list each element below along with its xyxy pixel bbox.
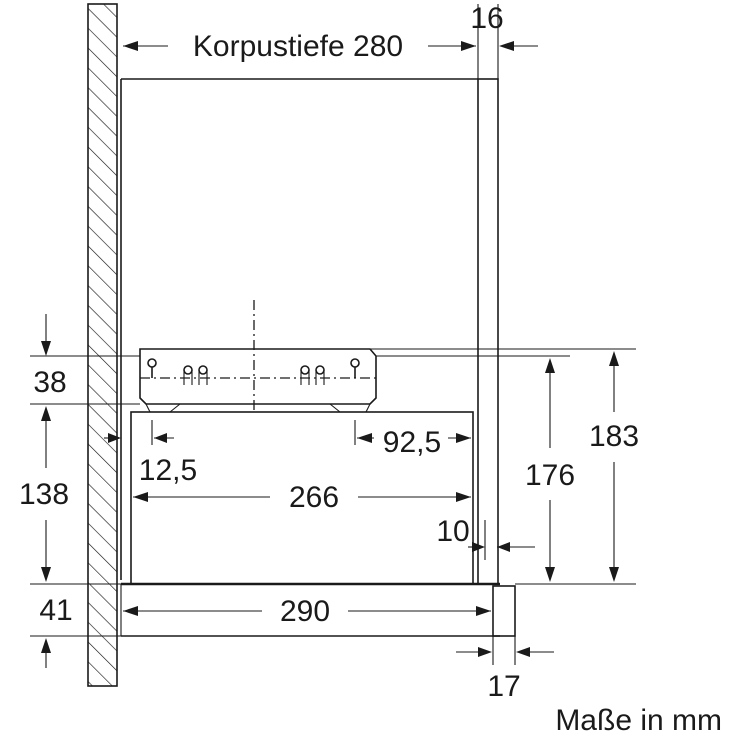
hood-height-label: 138	[19, 478, 69, 511]
gap-label: 10	[436, 515, 469, 548]
keyhole-icon	[147, 358, 360, 385]
dimension-overall-height: 183	[589, 351, 639, 582]
mounting-bracket	[139, 300, 377, 413]
dimension-hood-depth: 266	[133, 481, 471, 514]
front-panel-label: 16	[470, 2, 503, 35]
hood-depth-label: 266	[289, 481, 339, 514]
dimension-right-offset: 92,5	[357, 426, 471, 459]
cabinet-body	[120, 78, 499, 585]
units-note: Maße in mm	[555, 704, 722, 736]
hood-housing	[120, 411, 516, 637]
right-offset-label: 92,5	[383, 426, 441, 459]
dimension-handle-depth: 17	[456, 647, 554, 703]
wall	[87, 3, 118, 687]
dimension-rail-height: 41	[39, 594, 73, 668]
extension-lines	[30, 4, 636, 665]
dimension-hood-height: 138	[19, 406, 69, 582]
left-offset-label: 12,5	[139, 454, 197, 487]
frame-height-label: 176	[525, 459, 575, 492]
overall-height-label: 183	[589, 420, 639, 453]
dimension-total-depth: 290	[123, 595, 491, 628]
dimension-front-panel: 16	[470, 2, 538, 51]
dimension-left-offset: 12,5	[104, 433, 197, 487]
handle-depth-label: 17	[487, 670, 520, 703]
dimension-upper-offset: 38	[33, 314, 67, 399]
dimension-frame-height: 176	[525, 358, 575, 582]
dimension-gap: 10	[436, 515, 535, 552]
korpustiefe-label: Korpustiefe 280	[193, 30, 403, 63]
rail-height-label: 41	[39, 594, 72, 627]
total-depth-label: 290	[280, 595, 330, 628]
dimension-korpustiefe: Korpustiefe 280	[123, 30, 476, 63]
upper-offset-label: 38	[33, 366, 66, 399]
